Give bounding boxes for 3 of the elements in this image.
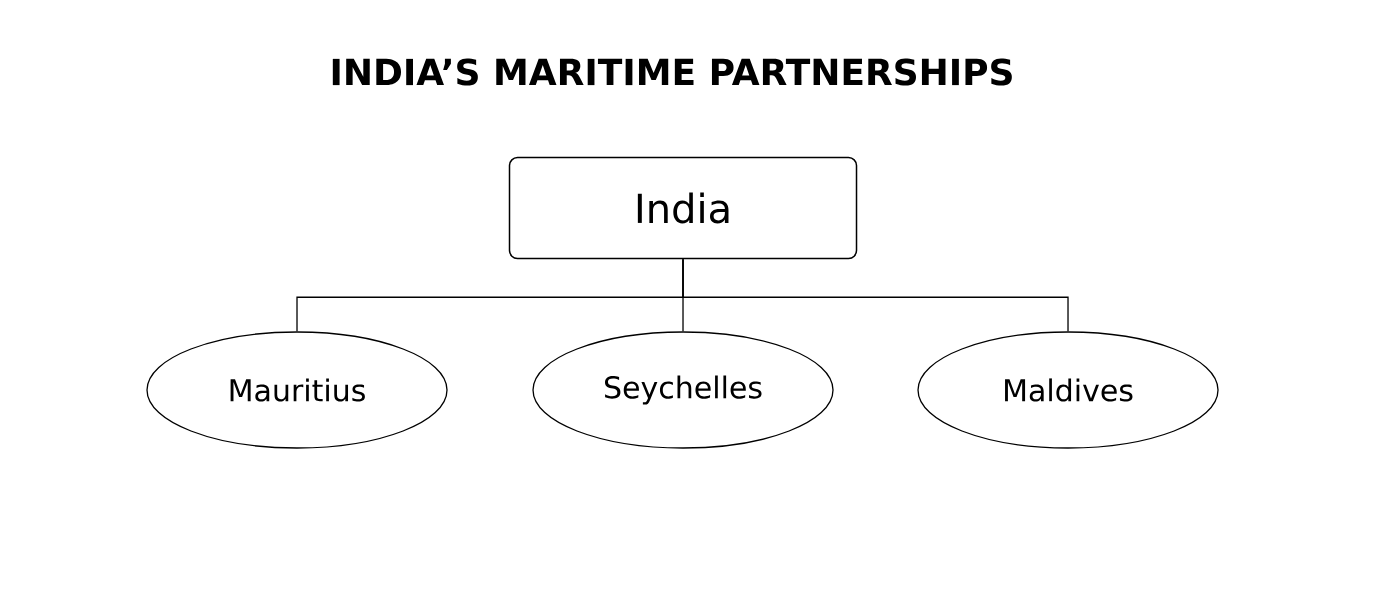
root-box: India — [508, 156, 858, 260]
title: INDIA’S MARITIME PARTNERSHIPS — [332, 58, 1012, 86]
connector-line — [682, 258, 1069, 332]
